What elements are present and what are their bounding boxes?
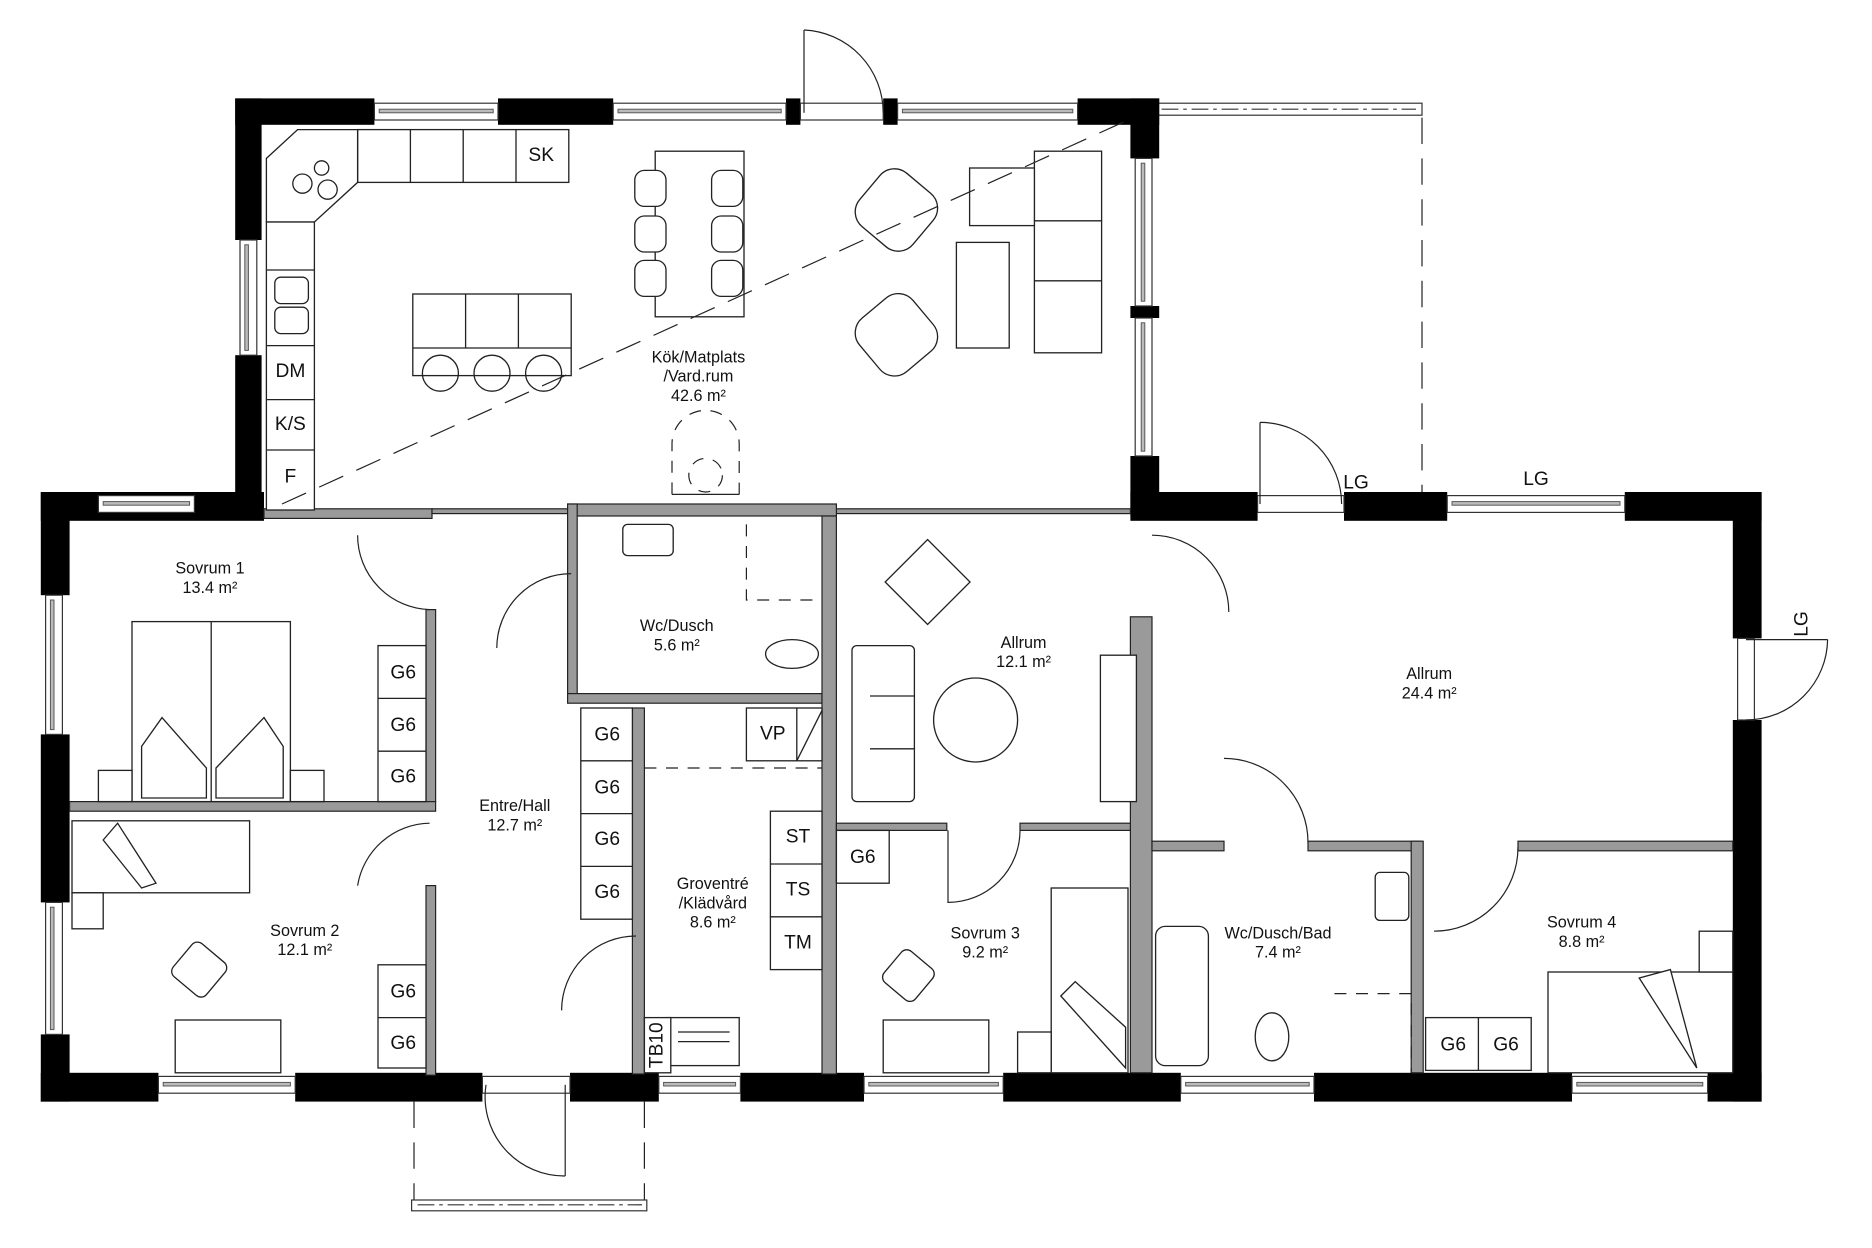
svg-text:Allrum: Allrum [1406, 665, 1452, 683]
tag-g6: G6 [594, 777, 620, 798]
tag-vp: VP [760, 723, 786, 744]
svg-text:Allrum: Allrum [1001, 634, 1047, 652]
svg-text:24.4 m²: 24.4 m² [1402, 684, 1457, 702]
svg-text:12.1 m²: 12.1 m² [996, 653, 1051, 671]
room-sovrum1: Sovrum 1 13.4 m² [175, 560, 244, 597]
ceiling-line [281, 119, 1129, 505]
tag-ks: K/S [275, 414, 306, 435]
tag-g6: G6 [390, 715, 416, 736]
tag-f: F [285, 467, 297, 488]
tag-g6: G6 [390, 662, 416, 683]
tag-lg: LG [1343, 473, 1369, 494]
svg-text:Sovrum 1: Sovrum 1 [175, 560, 244, 578]
room-wc2: Wc/Dusch/Bad 7.4 m² [1224, 924, 1331, 961]
svg-text:Wc/Dusch/Bad: Wc/Dusch/Bad [1224, 924, 1331, 942]
svg-text:Wc/Dusch: Wc/Dusch [640, 617, 714, 635]
svg-text:Entre/Hall: Entre/Hall [479, 797, 550, 815]
wardrobes [377, 644, 1532, 1074]
fixture-tags: SK DM K/S F G6 G6 G6 G6 G6 G6 G6 G6 G6 G… [275, 145, 1813, 1068]
tag-lg: LG [1791, 611, 1812, 637]
svg-text:5.6 m²: 5.6 m² [654, 636, 700, 654]
tag-g6: G6 [390, 1033, 416, 1054]
svg-text:12.1 m²: 12.1 m² [277, 941, 332, 959]
tag-lg: LG [1523, 469, 1549, 490]
tag-g6: G6 [390, 767, 416, 788]
tag-g6: G6 [1493, 1034, 1519, 1055]
kitchen-fixtures [265, 128, 1103, 511]
room-allrum2: Allrum 24.4 m² [1402, 665, 1457, 702]
tag-g6: G6 [850, 847, 876, 868]
svg-text:7.4 m²: 7.4 m² [1255, 944, 1301, 962]
windows [45, 102, 1709, 1094]
svg-text:13.4 m²: 13.4 m² [183, 579, 238, 597]
room-kok: Kök/Matplats /Vard.rum 42.6 m² [652, 348, 746, 404]
tag-st: ST [786, 827, 811, 848]
room-sovrum4: Sovrum 4 8.8 m² [1547, 914, 1616, 951]
terrace-outlines [410, 102, 1423, 1212]
room-labels: Kök/Matplats /Vard.rum 42.6 m² Sovrum 1 … [175, 348, 1616, 961]
room-allrum1: Allrum 12.1 m² [996, 634, 1051, 671]
tag-g6: G6 [594, 882, 620, 903]
tag-g6: G6 [594, 725, 620, 746]
svg-text:Sovrum 2: Sovrum 2 [270, 922, 339, 940]
svg-text:8.6 m²: 8.6 m² [690, 914, 736, 932]
doors [357, 29, 1829, 1177]
room-wc1: Wc/Dusch 5.6 m² [640, 617, 714, 654]
svg-text:8.8 m²: 8.8 m² [1559, 933, 1605, 951]
svg-text:Sovrum 3: Sovrum 3 [951, 924, 1020, 942]
tag-g6: G6 [594, 829, 620, 850]
tag-dm: DM [275, 361, 305, 382]
svg-text:Kök/Matplats: Kök/Matplats [652, 348, 746, 366]
svg-text:Groventré: Groventré [677, 875, 749, 893]
svg-text:12.7 m²: 12.7 m² [487, 816, 542, 834]
room-sovrum2: Sovrum 2 12.1 m² [270, 922, 339, 959]
tag-tb10: TB10 [647, 1022, 668, 1068]
room-groventre: Groventré /Klädvård 8.6 m² [677, 875, 749, 931]
room-furniture [71, 523, 1734, 1074]
exterior-walls [40, 98, 1762, 1102]
room-sovrum3: Sovrum 3 9.2 m² [951, 924, 1020, 961]
svg-text:42.6 m²: 42.6 m² [671, 387, 726, 405]
tag-g6: G6 [1440, 1034, 1466, 1055]
svg-text:/Vard.rum: /Vard.rum [663, 368, 733, 386]
tag-ts: TS [786, 879, 811, 900]
room-entre: Entre/Hall 12.7 m² [479, 797, 550, 834]
tag-tm: TM [784, 932, 812, 953]
svg-text:Sovrum 4: Sovrum 4 [1547, 914, 1616, 932]
svg-text:9.2 m²: 9.2 m² [962, 944, 1008, 962]
svg-text:/Klädvård: /Klädvård [679, 894, 747, 912]
tag-sk: SK [528, 145, 554, 166]
tag-g6: G6 [390, 981, 416, 1002]
